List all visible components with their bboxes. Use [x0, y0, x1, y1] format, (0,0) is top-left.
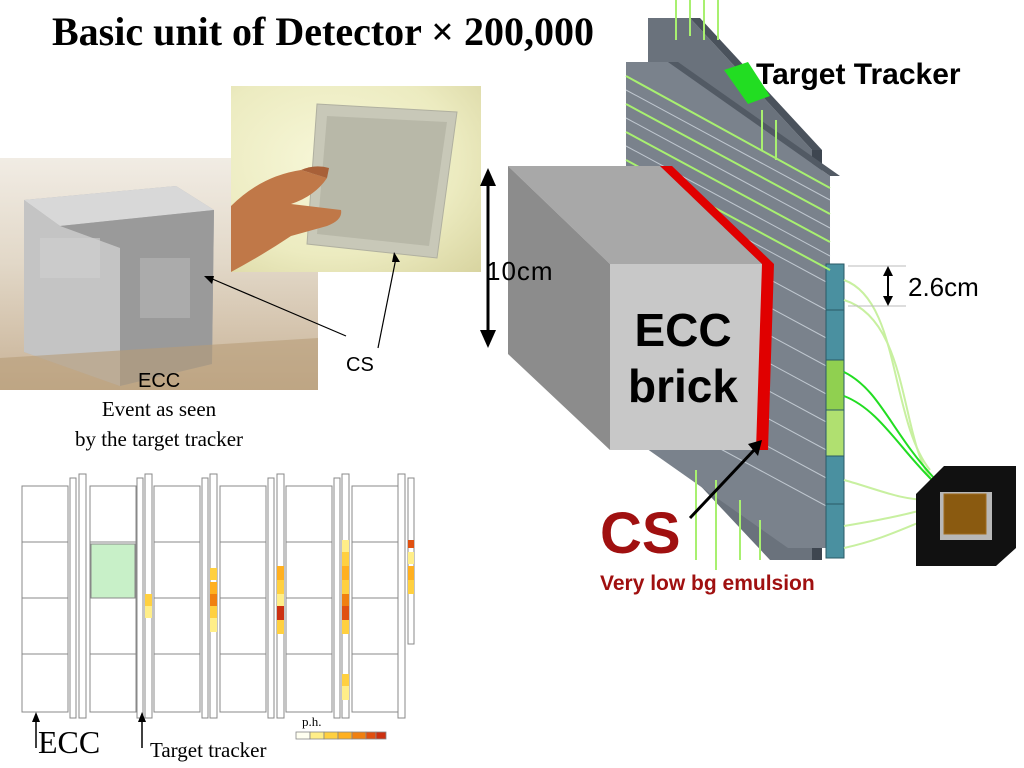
ph-label: p.h.	[302, 714, 322, 729]
page-title: Basic unit of Detector × 200,000	[52, 9, 594, 54]
very-low-bg-label: Very low bg emulsion	[600, 572, 815, 595]
cs-arrow	[688, 440, 762, 520]
strip-width-dimension	[848, 265, 906, 307]
ecc-brick-label-line2: brick	[628, 360, 738, 412]
event-display	[21, 473, 415, 748]
strip-width-label: 2.6cm	[908, 272, 979, 302]
event-caption: Event as seen by the target tracker	[40, 394, 278, 454]
event-caption-line2: by the target tracker	[74, 427, 244, 451]
brick-height-label: 10cm	[486, 256, 554, 286]
pmt-box	[916, 466, 1016, 566]
target-tracker-bottom-label: Target tracker	[150, 738, 267, 762]
photo-pointers	[204, 252, 400, 349]
cs-label: CS	[600, 501, 681, 566]
cs-photo-label: CS	[346, 354, 374, 376]
ecc-brick-label-line1: ECC	[634, 304, 732, 356]
target-tracker-label: Target Tracker	[756, 58, 961, 91]
cs-sheet-photo	[231, 86, 481, 272]
event-caption-line1: Event as seen	[101, 397, 217, 421]
fibers-to-pmt	[843, 279, 937, 549]
ecc-photo-label: ECC	[138, 370, 181, 392]
ecc-brick-label: ECC brick	[600, 302, 766, 414]
ph-scale	[295, 731, 387, 740]
ecc-brick-3d	[508, 166, 774, 450]
ecc-bottom-label: ECC	[38, 724, 101, 760]
height-dimension-arrow	[480, 168, 496, 348]
